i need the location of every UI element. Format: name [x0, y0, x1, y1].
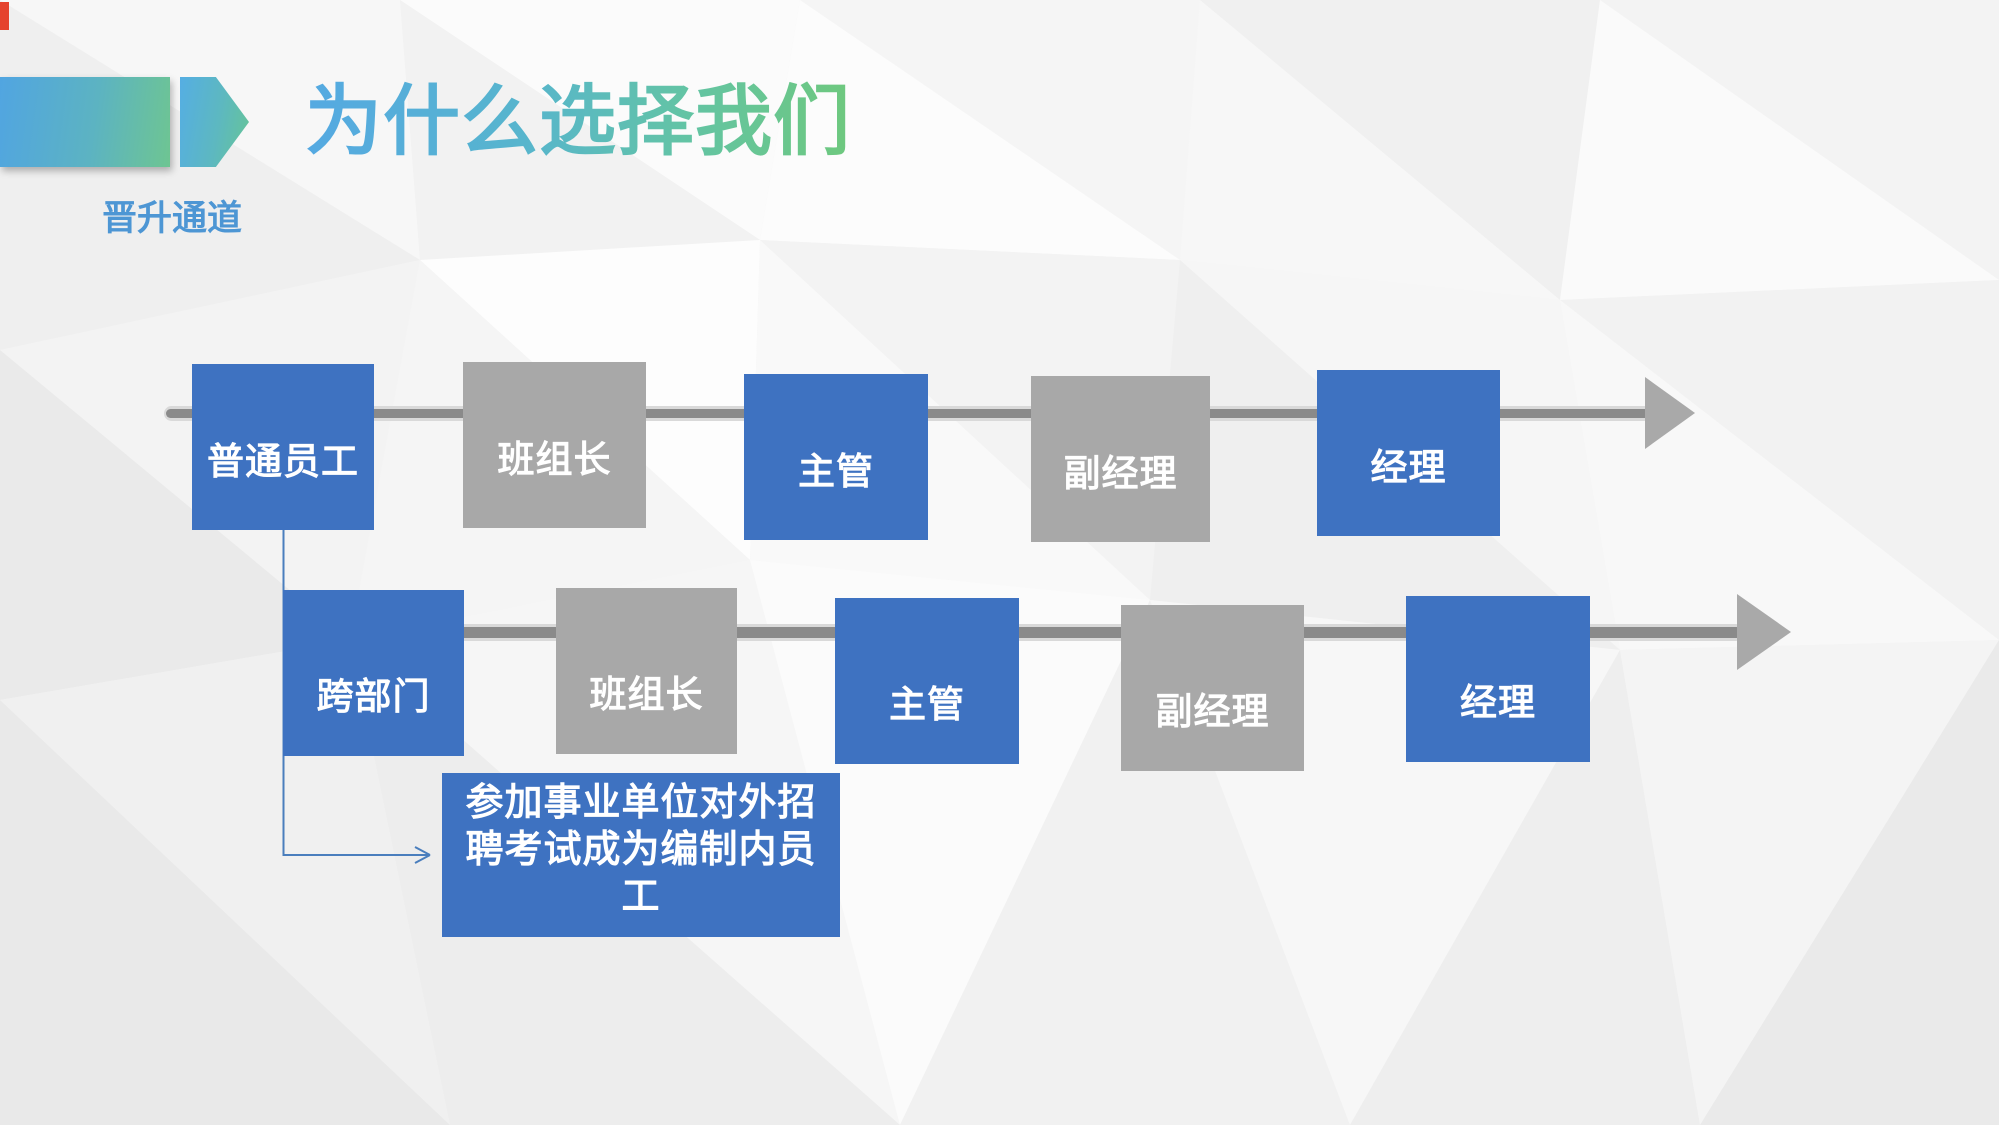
step-box-manager-row1: 经理	[1317, 370, 1500, 536]
step-label: 班组长	[589, 674, 704, 715]
step-label: 跨部门	[316, 676, 431, 717]
step-label: 经理	[1370, 447, 1447, 488]
step-box-ordinary-employee: 普通员工	[192, 364, 374, 530]
step-label: 班组长	[497, 439, 612, 480]
section-subtitle: 晋升通道	[102, 199, 243, 238]
step-box-manager-row2: 经理	[1406, 596, 1590, 762]
step-label: 主管	[798, 451, 874, 492]
step-box-supervisor-row1: 主管	[744, 374, 928, 540]
step-box-supervisor-row2: 主管	[835, 598, 1019, 764]
step-box-cross-department: 跨部门	[283, 590, 464, 756]
step-label: 主管	[889, 684, 965, 725]
step-label: 副经理	[1063, 453, 1178, 494]
step-label: 副经理	[1155, 691, 1270, 732]
page-title: 为什么选择我们	[305, 79, 851, 165]
step-label: 普通员工	[207, 441, 359, 482]
arrow-head-row2-icon	[1737, 594, 1791, 670]
step-box-deputy-manager-row2: 副经理	[1121, 605, 1304, 771]
step-label: 经理	[1460, 682, 1536, 723]
step-box-deputy-manager-row1: 副经理	[1031, 376, 1210, 542]
arrow-head-row1-icon	[1645, 377, 1695, 449]
corner-mark	[0, 2, 9, 30]
step-box-team-leader-row2: 班组长	[556, 588, 737, 754]
note-box: 参加事业单位对外招聘考试成为编制内员工	[442, 773, 840, 937]
header-banner-shape	[0, 77, 170, 167]
step-box-team-leader-row1: 班组长	[463, 362, 646, 528]
note-text: 参加事业单位对外招聘考试成为编制内员工	[465, 782, 817, 919]
